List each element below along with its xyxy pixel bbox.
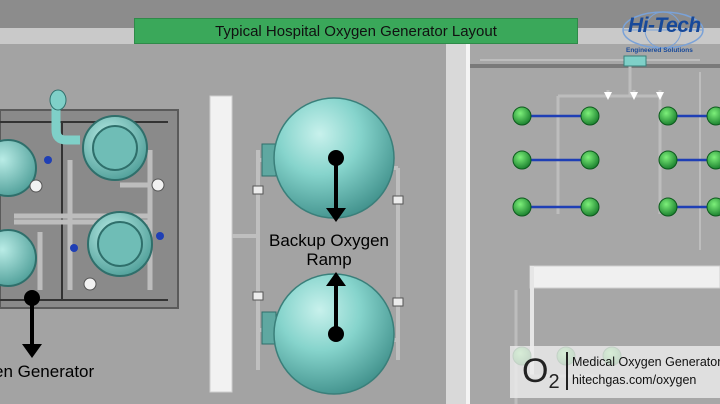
logo-tagline: Engineered Solutions: [626, 47, 693, 54]
diagram-title: Typical Hospital Oxygen Generator Layout: [134, 18, 578, 44]
right-wall: [529, 265, 720, 289]
right-wall-return: [530, 266, 534, 376]
brand-divider: [566, 352, 568, 390]
backup-ramp-arrows: [326, 150, 346, 342]
brand-url: hitechgas.com/oxygen: [572, 373, 697, 387]
inner-wall: [209, 95, 233, 393]
generator-label: en Generator: [0, 362, 95, 381]
brand-product: Medical Oxygen Generator: [572, 355, 720, 369]
branding-box: O2 Medical Oxygen Generator hitechgas.co…: [510, 346, 720, 398]
oxygen-generator-skid: [0, 89, 179, 309]
backup-label-line2: Ramp: [306, 250, 352, 269]
globe-icon: [622, 11, 704, 49]
backup-oxygen-ramp-label: Backup Oxygen Ramp: [262, 231, 396, 269]
generator-arrow: [22, 290, 42, 358]
top-wall-shadow: [470, 64, 720, 68]
backup-ramp-piping: [232, 143, 404, 370]
logo-name: Hi-Tech: [628, 14, 701, 37]
partition-wall-edge: [466, 28, 470, 404]
hi-tech-logo: Hi-Tech Engineered Solutions: [620, 10, 706, 60]
o2-symbol: O2: [522, 352, 560, 393]
backup-label-line1: Backup Oxygen: [268, 231, 389, 250]
distribution-room-floor: [470, 44, 720, 404]
